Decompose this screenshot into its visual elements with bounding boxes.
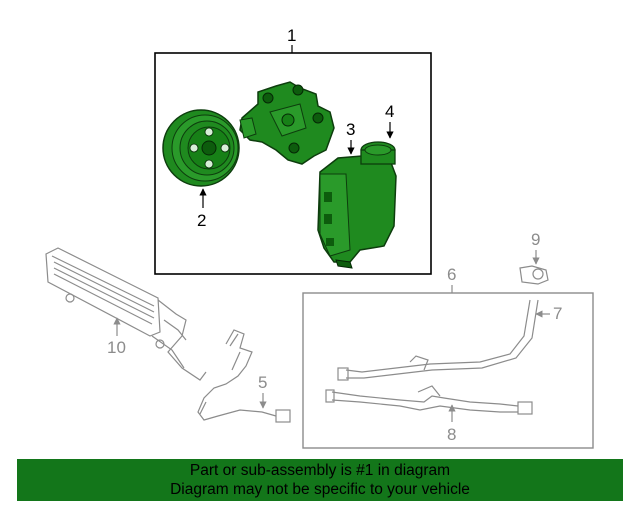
pump-assembly-box [154, 52, 432, 275]
callout-5[interactable]: 5 [258, 373, 267, 392]
callout-2[interactable]: 2 [197, 211, 206, 230]
parts-diagram: 1 2 3 4 [45, 26, 594, 449]
reservoir-cap[interactable] [360, 141, 396, 165]
pulley[interactable] [162, 109, 240, 187]
return-hose[interactable] [337, 299, 539, 381]
pump-body[interactable] [239, 81, 335, 165]
supply-hose[interactable] [325, 385, 533, 415]
callout-10[interactable]: 10 [107, 338, 126, 357]
footer-banner: Part or sub-assembly is #1 in diagram Di… [17, 459, 623, 501]
hose-clamp[interactable] [519, 265, 549, 285]
callout-4[interactable]: 4 [385, 102, 394, 121]
footer-line-1: Part or sub-assembly is #1 in diagram [189, 462, 451, 479]
callout-6[interactable]: 6 [447, 265, 456, 284]
footer-line-2: Diagram may not be specific to your vehi… [170, 481, 470, 498]
reservoir[interactable] [317, 155, 397, 269]
callout-9[interactable]: 9 [531, 230, 540, 249]
oil-cooler[interactable] [45, 247, 207, 381]
callout-8[interactable]: 8 [447, 425, 456, 444]
callout-1[interactable]: 1 [287, 26, 296, 45]
callout-7[interactable]: 7 [553, 304, 562, 323]
pressure-hose[interactable] [197, 329, 291, 423]
callout-3[interactable]: 3 [346, 120, 355, 139]
hose-assembly-box [302, 292, 594, 449]
